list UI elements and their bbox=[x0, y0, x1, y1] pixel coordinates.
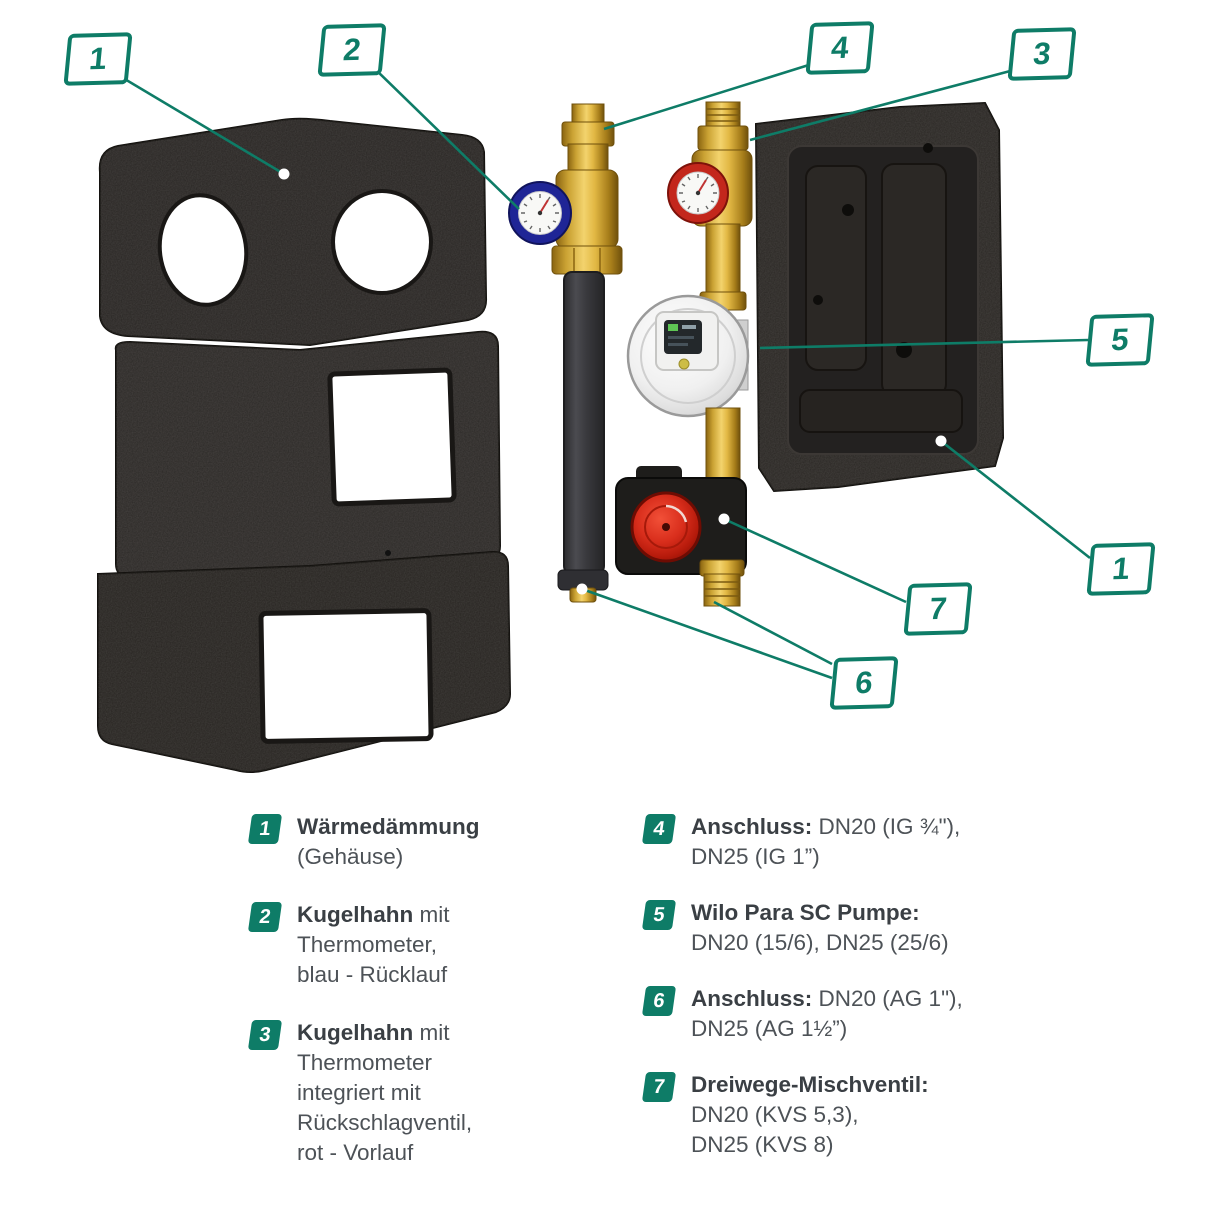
callout-label: 3 bbox=[1031, 35, 1053, 72]
pump-dial-knob bbox=[678, 358, 690, 370]
callout-leader-lines bbox=[122, 62, 1091, 680]
circulation-pump bbox=[626, 294, 750, 418]
legend-bold: Kugelhahn bbox=[297, 1020, 414, 1045]
legend-entry-text: Kugelhahn mit Thermometer, blau - Rückla… bbox=[297, 900, 450, 990]
product-illustration bbox=[97, 62, 1091, 773]
legend-text: mit Thermometer integriert mit Rückschla… bbox=[297, 1020, 473, 1165]
legend-bold: Anschluss: bbox=[691, 814, 813, 839]
legend-badge: 1 bbox=[247, 814, 283, 844]
legend-bold: Wilo Para SC Pumpe: bbox=[691, 900, 920, 925]
callout-4: 4 bbox=[805, 21, 875, 75]
callout-6: 6 bbox=[829, 656, 899, 710]
legend-entry-text: Anschluss: DN20 (AG 1"), DN25 (AG 1½”) bbox=[691, 984, 963, 1044]
mount-hole bbox=[842, 204, 854, 216]
callout-label: 6 bbox=[853, 664, 875, 701]
legend-badge: 4 bbox=[641, 814, 677, 844]
foam-window-middle bbox=[327, 367, 457, 507]
callout-7: 7 bbox=[903, 582, 973, 636]
legend-badge: 2 bbox=[247, 902, 283, 932]
callout-label: 7 bbox=[927, 590, 949, 627]
pump-led bbox=[668, 324, 678, 331]
legend-text: mit Thermometer, blau - Rücklauf bbox=[297, 902, 450, 987]
legend-item: 3 Kugelhahn mit Thermometer integriert m… bbox=[247, 1018, 512, 1168]
callout-label: 5 bbox=[1109, 321, 1131, 358]
legend-text: DN20 (IG ¾"), DN25 (IG 1”) bbox=[691, 814, 961, 869]
legend-bold: Anschluss: bbox=[691, 986, 813, 1011]
legend-badge: 6 bbox=[641, 986, 677, 1016]
legend-text: DN20 (KVS 5,3), DN25 (KVS 8) bbox=[691, 1102, 859, 1157]
legend-entry-text: Anschluss: DN20 (IG ¾"), DN25 (IG 1”) bbox=[691, 812, 960, 872]
legend-badge: 7 bbox=[641, 1072, 677, 1102]
insulated-pipe bbox=[563, 271, 605, 575]
legend-text: DN20 (15/6), DN25 (25/6) bbox=[691, 930, 949, 955]
legend-entry-text: Wärmedämmung (Gehäuse) bbox=[297, 812, 480, 872]
legend-badge: 5 bbox=[641, 900, 677, 930]
legend-text: DN20 (AG 1"), DN25 (AG 1½”) bbox=[691, 986, 963, 1041]
mount-hole bbox=[813, 295, 823, 305]
foam-hole-left bbox=[157, 193, 249, 307]
callout-2: 2 bbox=[317, 23, 387, 77]
mixing-valve bbox=[615, 407, 747, 607]
legend-item: 5 Wilo Para SC Pumpe: DN20 (15/6), DN25 … bbox=[641, 898, 978, 958]
foam-housing-front bbox=[97, 117, 512, 773]
legend-column-right: 4 Anschluss: DN20 (IG ¾"), DN25 (IG 1”) … bbox=[641, 812, 978, 1160]
mount-hole bbox=[923, 143, 933, 153]
callout-label: 2 bbox=[341, 31, 363, 68]
callout-label: 1 bbox=[87, 40, 109, 77]
callout-label: 4 bbox=[829, 29, 851, 66]
legend-item: 7 Dreiwege-Mischventil: DN20 (KVS 5,3), … bbox=[641, 1070, 978, 1160]
legend-entry-text: Dreiwege-Mischventil: DN20 (KVS 5,3), DN… bbox=[691, 1070, 929, 1160]
legend-column-left: 1 Wärmedämmung (Gehäuse) 2 Kugelhahn mit… bbox=[247, 812, 512, 1168]
legend-item: 4 Anschluss: DN20 (IG ¾"), DN25 (IG 1”) bbox=[641, 812, 978, 872]
mount-hole bbox=[896, 342, 912, 358]
thermometer-blue bbox=[508, 181, 572, 245]
callout-1-right: 1 bbox=[1086, 542, 1156, 596]
legend-bold: Wärmedämmung bbox=[297, 814, 480, 839]
thermometer-red bbox=[667, 162, 729, 224]
legend-badge: 3 bbox=[247, 1020, 283, 1050]
legend-entry-text: Kugelhahn mit Thermometer integriert mit… bbox=[297, 1018, 472, 1168]
foam-window-bottom bbox=[258, 608, 434, 744]
foam-back-shell bbox=[754, 101, 1005, 493]
callout-3: 3 bbox=[1007, 27, 1077, 81]
return-line bbox=[508, 103, 623, 603]
legend-entry-text: Wilo Para SC Pumpe: DN20 (15/6), DN25 (2… bbox=[691, 898, 949, 958]
legend-bold: Dreiwege-Mischventil: bbox=[691, 1072, 929, 1097]
callout-1-top: 1 bbox=[63, 32, 133, 86]
legend-bold: Kugelhahn bbox=[297, 902, 414, 927]
legend-item: 1 Wärmedämmung (Gehäuse) bbox=[247, 812, 512, 872]
callout-5: 5 bbox=[1085, 313, 1155, 367]
callout-label: 1 bbox=[1110, 550, 1132, 587]
foam-hole-right bbox=[331, 189, 433, 295]
pump-group-assembly bbox=[508, 101, 753, 607]
legend-item: 2 Kugelhahn mit Thermometer, blau - Rück… bbox=[247, 900, 512, 990]
callout-endpoint-dots bbox=[278, 168, 947, 595]
flow-line bbox=[667, 101, 753, 311]
legend-item: 6 Anschluss: DN20 (AG 1"), DN25 (AG 1½”) bbox=[641, 984, 978, 1044]
legend-text: (Gehäuse) bbox=[297, 844, 404, 869]
